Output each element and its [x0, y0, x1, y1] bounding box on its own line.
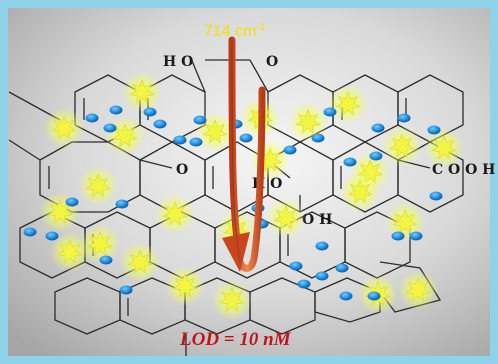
- particle-dot-icon: [115, 199, 129, 209]
- particle-dot-icon: [283, 145, 297, 155]
- label-o-top: O: [266, 54, 278, 70]
- particle-dot-icon: [189, 137, 203, 147]
- star-icon: [340, 172, 380, 212]
- label-ho-top: H O: [163, 54, 193, 70]
- particle-dot-icon: [335, 263, 349, 273]
- particle-dot-icon: [391, 231, 405, 241]
- star-icon: [398, 270, 438, 310]
- particle-dot-icon: [409, 231, 423, 241]
- particle-dot-icon: [315, 271, 329, 281]
- particle-dot-icon: [315, 241, 329, 251]
- particle-dot-icon: [119, 285, 133, 295]
- star-icon: [424, 128, 464, 168]
- star-icon: [382, 126, 422, 166]
- particle-dot-icon: [427, 125, 441, 135]
- particle-dot-icon: [65, 197, 79, 207]
- particle-dot-icon: [153, 119, 167, 129]
- star-icon: [120, 242, 160, 282]
- star-icon: [50, 232, 90, 272]
- particle-dot-icon: [371, 123, 385, 133]
- star-icon: [328, 84, 368, 124]
- particle-dot-icon: [109, 105, 123, 115]
- particle-dot-icon: [239, 133, 253, 143]
- particle-dot-icon: [429, 191, 443, 201]
- particle-dot-icon: [397, 113, 411, 123]
- particle-dot-icon: [297, 279, 311, 289]
- star-icon: [288, 102, 328, 142]
- lod-label: LOD = 10 nM: [179, 329, 292, 350]
- star-icon: [212, 280, 252, 320]
- raman-arrow-icon: [222, 36, 266, 272]
- star-icon: [250, 140, 290, 180]
- particle-dot-icon: [289, 261, 303, 271]
- particle-dot-icon: [343, 157, 357, 167]
- particle-dot-icon: [85, 113, 99, 123]
- particle-dot-icon: [367, 291, 381, 301]
- star-icon: [165, 266, 205, 306]
- star-icon: [44, 108, 84, 148]
- star-icon: [155, 194, 195, 234]
- wavenumber-annotation: 714 cm-1: [204, 22, 266, 40]
- star-icon: [266, 198, 306, 238]
- particle-dot-icon: [99, 255, 113, 265]
- particle-dot-icon: [323, 107, 337, 117]
- label-oh-mid: O H: [302, 212, 332, 228]
- particle-dot-icon: [339, 291, 353, 301]
- dot-layer: [23, 105, 443, 301]
- particle-dot-icon: [193, 115, 207, 125]
- particle-dot-icon: [45, 231, 59, 241]
- star-icon: [80, 224, 120, 264]
- functional-group-labels: H O O O H O O H C O O H: [163, 54, 495, 228]
- particle-dot-icon: [103, 123, 117, 133]
- star-icon: [78, 166, 118, 206]
- particle-dot-icon: [311, 133, 325, 143]
- wavenumber-exponent: -1: [256, 22, 265, 33]
- wavenumber-label: 714 cm-1: [204, 22, 266, 40]
- label-o-left: O: [176, 162, 188, 178]
- particle-dot-icon: [369, 151, 383, 161]
- star-icon: [122, 72, 162, 112]
- particle-dot-icon: [173, 135, 187, 145]
- star-icon: [105, 116, 145, 156]
- particle-dot-icon: [143, 107, 157, 117]
- particle-dot-icon: [23, 227, 37, 237]
